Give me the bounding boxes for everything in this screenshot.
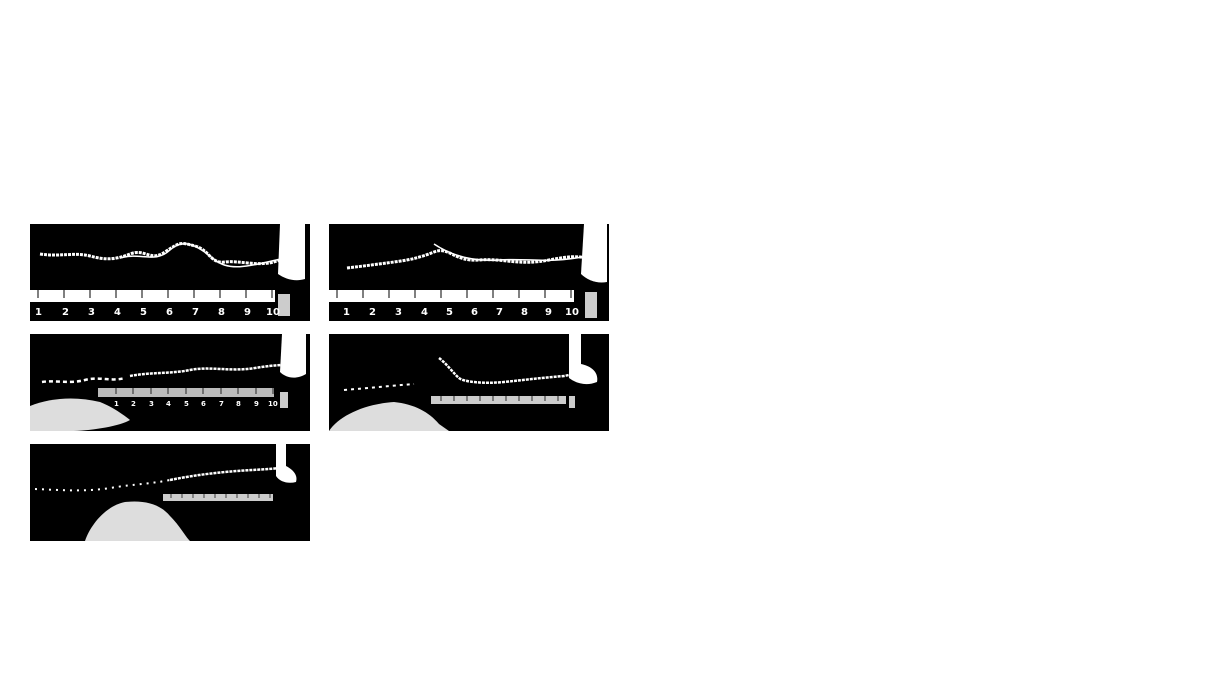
photo-panel-3: 1 2 3 4 5 6 7 8 9 10: [30, 334, 310, 431]
ruler-label-9: 9: [244, 307, 251, 318]
ruler-label-2: 2: [131, 400, 136, 408]
photo-panel-2-image: 1 2 3 4 5 6 7 8 9 10: [329, 224, 607, 318]
ruler-label-8: 8: [218, 307, 225, 318]
ruler-label-5: 5: [446, 307, 453, 318]
ruler-label-7: 7: [496, 307, 503, 318]
yarn-strand-highlight: [433, 243, 588, 262]
ruler-label-6: 6: [201, 400, 206, 408]
yarn-strand: [39, 242, 293, 266]
yarn-strand: [346, 249, 592, 270]
ruler-ticks: [336, 290, 572, 298]
ruler-label-10: 10: [266, 307, 280, 318]
ruler-label-7: 7: [192, 307, 199, 318]
photo-panel-4-image: [329, 334, 598, 431]
photo-panel-5-image: [34, 444, 297, 541]
ruler-ticks: [440, 396, 559, 401]
ruler-ticks: [115, 388, 274, 394]
ruler-label-8: 8: [521, 307, 528, 318]
clamp-shape: [278, 224, 305, 281]
yarn-strand: [129, 362, 291, 378]
yarn-strand-highlight: [119, 243, 286, 268]
yarn-strand: [169, 466, 281, 482]
ruler-label-1: 1: [343, 307, 350, 318]
photo-panel-3-image: 1 2 3 4 5 6 7 8 9 10: [30, 334, 306, 431]
ruler-label-1: 1: [35, 307, 42, 318]
yarn-strand: [34, 479, 171, 492]
ruler-label-10: 10: [268, 400, 278, 408]
ruler-label-10: 10: [565, 307, 579, 318]
ruler-label-2: 2: [62, 307, 69, 318]
ruler-ticks: [37, 290, 273, 298]
ruler-label-3: 3: [395, 307, 402, 318]
hand-shape: [30, 398, 130, 431]
ruler-logo: [585, 292, 597, 318]
clamp-shape: [276, 444, 297, 483]
ruler-label-4: 4: [114, 307, 121, 318]
clamp-shape: [569, 334, 598, 385]
ruler-label-3: 3: [88, 307, 95, 318]
photo-panel-5: [30, 444, 310, 541]
ruler-label-8: 8: [236, 400, 241, 408]
ruler-label-4: 4: [166, 400, 171, 408]
hand-shape: [329, 402, 449, 431]
ruler-logo: [278, 294, 290, 316]
ruler-label-2: 2: [369, 307, 376, 318]
photo-panel-1-image: 1 2 3 4 5 6 7 8 9 10: [30, 224, 305, 318]
clamp-shape: [581, 224, 607, 283]
hand-shape: [85, 501, 190, 541]
ruler-body: [30, 290, 275, 302]
ruler-label-9: 9: [254, 400, 259, 408]
ruler-label-3: 3: [149, 400, 154, 408]
ruler-label-6: 6: [166, 307, 173, 318]
photo-panel-1: 1 2 3 4 5 6 7 8 9 10: [30, 224, 310, 321]
yarn-strand: [438, 357, 575, 385]
photo-panel-4: [329, 334, 609, 431]
ruler-label-7: 7: [219, 400, 224, 408]
ruler-label-4: 4: [421, 307, 428, 318]
ruler-body: [329, 290, 574, 302]
ruler-label-6: 6: [471, 307, 478, 318]
ruler-label-9: 9: [545, 307, 552, 318]
ruler-label-1: 1: [114, 400, 119, 408]
ruler-label-5: 5: [140, 307, 147, 318]
ruler-body: [431, 396, 566, 404]
yarn-strand: [343, 383, 415, 391]
ruler-logo: [280, 392, 288, 408]
yarn-strand: [41, 376, 126, 384]
ruler-label-5: 5: [184, 400, 189, 408]
ruler-ticks: [170, 494, 271, 498]
clamp-shape: [280, 334, 306, 378]
photo-panel-2: 1 2 3 4 5 6 7 8 9 10: [329, 224, 609, 321]
ruler-body: [163, 494, 273, 501]
ruler-logo: [569, 396, 575, 408]
